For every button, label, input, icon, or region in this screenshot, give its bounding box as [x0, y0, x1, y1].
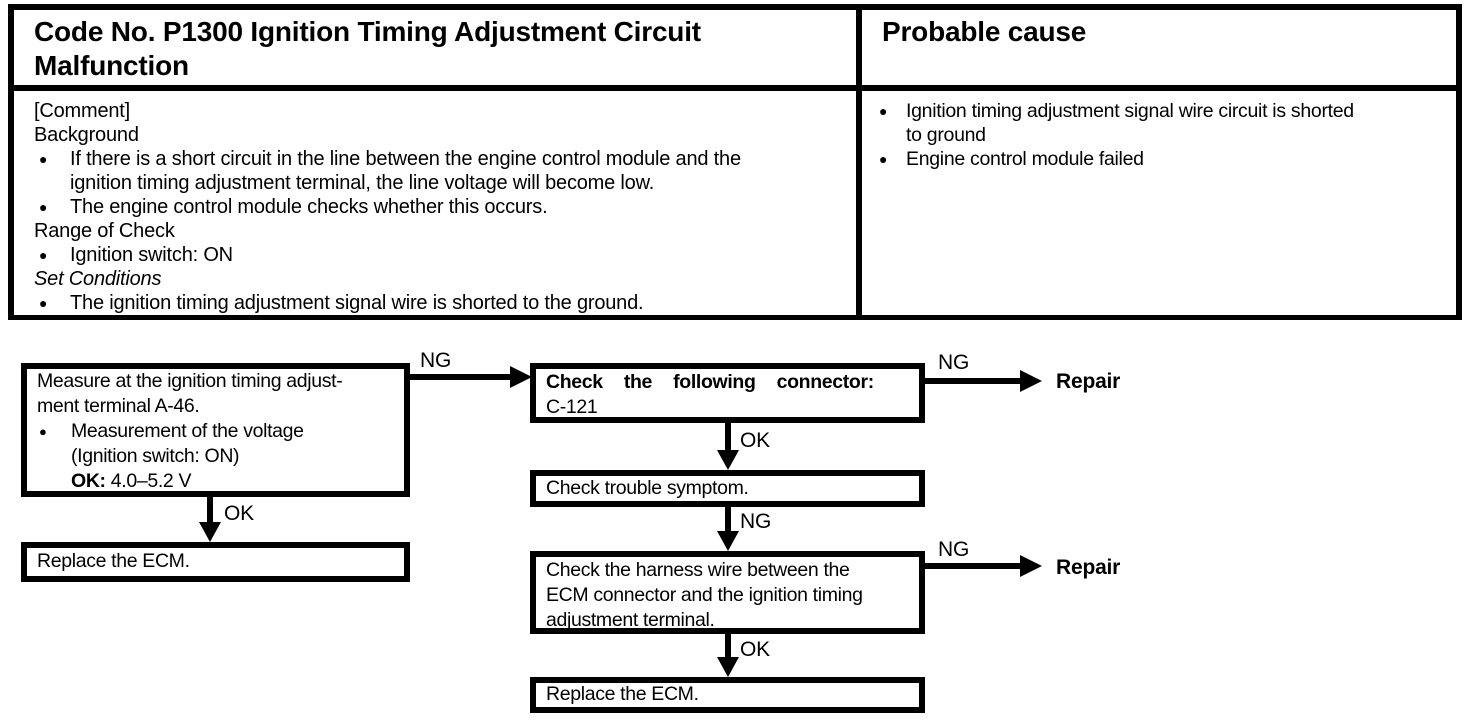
- ng-label-2: NG: [938, 351, 970, 374]
- check-harness-text: Check the harness wire between the ECM c…: [546, 559, 863, 631]
- check-connector-id: C-121: [546, 396, 598, 418]
- range-bullet: ● Ignition switch: ON: [34, 243, 840, 267]
- set-conditions-bullet: ● The ignition timing adjustment signal …: [34, 291, 840, 315]
- background-bullet-1-text: If there is a short circuit in the line …: [70, 148, 741, 194]
- arrow-ng-box2-to-repair: [925, 378, 1022, 384]
- arrow-ng-box3-to-box4: [725, 507, 731, 533]
- arrowhead-down-icon: [199, 522, 221, 542]
- probable-cause-title: Probable cause: [882, 16, 1087, 47]
- arrowhead-right-icon: [1020, 555, 1042, 577]
- set-conditions-heading: Set Conditions: [34, 268, 162, 290]
- replace-ecm-left-text: Replace the ECM.: [37, 550, 190, 572]
- comment-tag: [Comment]: [34, 100, 131, 122]
- bullet-icon: ●: [39, 424, 47, 439]
- bullet-icon: ●: [39, 151, 48, 167]
- ng-label-4: NG: [938, 538, 970, 561]
- repair-label-2: Repair: [1056, 556, 1121, 579]
- ok-label-3: OK: [740, 638, 770, 661]
- background-bullet-2: ● The engine control module checks wheth…: [34, 195, 840, 219]
- ok-label-1: OK: [224, 502, 254, 525]
- background-heading: Background: [34, 124, 139, 146]
- probable-cause-bullet-1-text: Ignition timing adjustment signal wire c…: [906, 100, 1354, 146]
- arrow-ok-box4-to-box5: [725, 634, 731, 659]
- flow-step-replace-ecm-bottom: Replace the ECM.: [530, 677, 925, 713]
- check-trouble-symptom-text: Check trouble symptom.: [546, 477, 749, 499]
- replace-ecm-bottom-text: Replace the ECM.: [546, 683, 699, 705]
- flow-step-check-harness: Check the harness wire between the ECM c…: [530, 551, 925, 634]
- flow-step-check-trouble-symptom: Check trouble symptom.: [530, 470, 925, 507]
- measure-step-ok-spec: OK: 4.0–5.2 V: [71, 469, 394, 494]
- repair-label-1: Repair: [1056, 370, 1121, 393]
- bullet-icon: ●: [39, 295, 48, 311]
- arrowhead-right-icon: [510, 366, 532, 388]
- dtc-table: Code No. P1300 Ignition Timing Adjustmen…: [8, 4, 1462, 320]
- ok-spec-label: OK:: [71, 470, 106, 492]
- arrow-ok-box2-to-box3: [725, 423, 731, 452]
- arrowhead-down-icon: [717, 531, 739, 551]
- ng-label-1: NG: [420, 349, 452, 372]
- dtc-code-title: Code No. P1300 Ignition Timing Adjustmen…: [34, 16, 701, 81]
- measure-step-condition: (Ignition switch: ON): [71, 445, 240, 467]
- arrowhead-down-icon: [717, 450, 739, 470]
- probable-cause-cell: ● Ignition timing adjustment signal wire…: [862, 91, 1456, 315]
- arrowhead-down-icon: [717, 657, 739, 677]
- probable-cause-bullet-2: ● Engine control module failed: [874, 147, 1448, 171]
- ok-spec-value: 4.0–5.2 V: [105, 470, 192, 492]
- measure-step-text: Measure at the ignition timing adjust- m…: [37, 370, 343, 417]
- background-bullet-1: ● If there is a short circuit in the lin…: [34, 147, 840, 195]
- range-of-check-heading: Range of Check: [34, 220, 175, 242]
- bullet-icon: ●: [879, 151, 888, 167]
- probable-cause-title-cell: Probable cause: [862, 10, 1456, 91]
- range-bullet-text: Ignition switch: ON: [70, 244, 233, 266]
- ng-label-3: NG: [740, 510, 772, 533]
- bullet-icon: ●: [39, 247, 48, 263]
- arrowhead-right-icon: [1020, 370, 1042, 392]
- probable-cause-bullet-1: ● Ignition timing adjustment signal wire…: [874, 99, 1448, 147]
- background-bullet-2-text: The engine control module checks whether…: [70, 196, 548, 218]
- bullet-icon: ●: [39, 199, 48, 215]
- flow-step-replace-ecm-left: Replace the ECM.: [21, 542, 410, 582]
- bullet-icon: ●: [879, 103, 888, 119]
- flow-step-check-connector: Check the following connector: C-121: [530, 363, 925, 423]
- flow-step-measure-voltage: Measure at the ignition timing adjust- m…: [21, 363, 410, 497]
- arrow-ng-box4-to-repair: [925, 563, 1022, 569]
- measure-step-bullet: ● Measurement of the voltage: [37, 419, 394, 444]
- dtc-code-title-cell: Code No. P1300 Ignition Timing Adjustmen…: [14, 10, 862, 91]
- measure-step-bullet-text: Measurement of the voltage: [71, 420, 304, 442]
- set-conditions-bullet-text: The ignition timing adjustment signal wi…: [70, 292, 644, 314]
- arrow-ng-box1-to-box2: [410, 374, 512, 380]
- arrow-ok-box1-to-replace: [207, 497, 213, 524]
- dtc-comment-cell: [Comment] Background ● If there is a sho…: [14, 91, 862, 315]
- check-connector-text: Check the following connector:: [546, 371, 874, 393]
- ok-label-2: OK: [740, 429, 770, 452]
- probable-cause-bullet-2-text: Engine control module failed: [906, 148, 1144, 170]
